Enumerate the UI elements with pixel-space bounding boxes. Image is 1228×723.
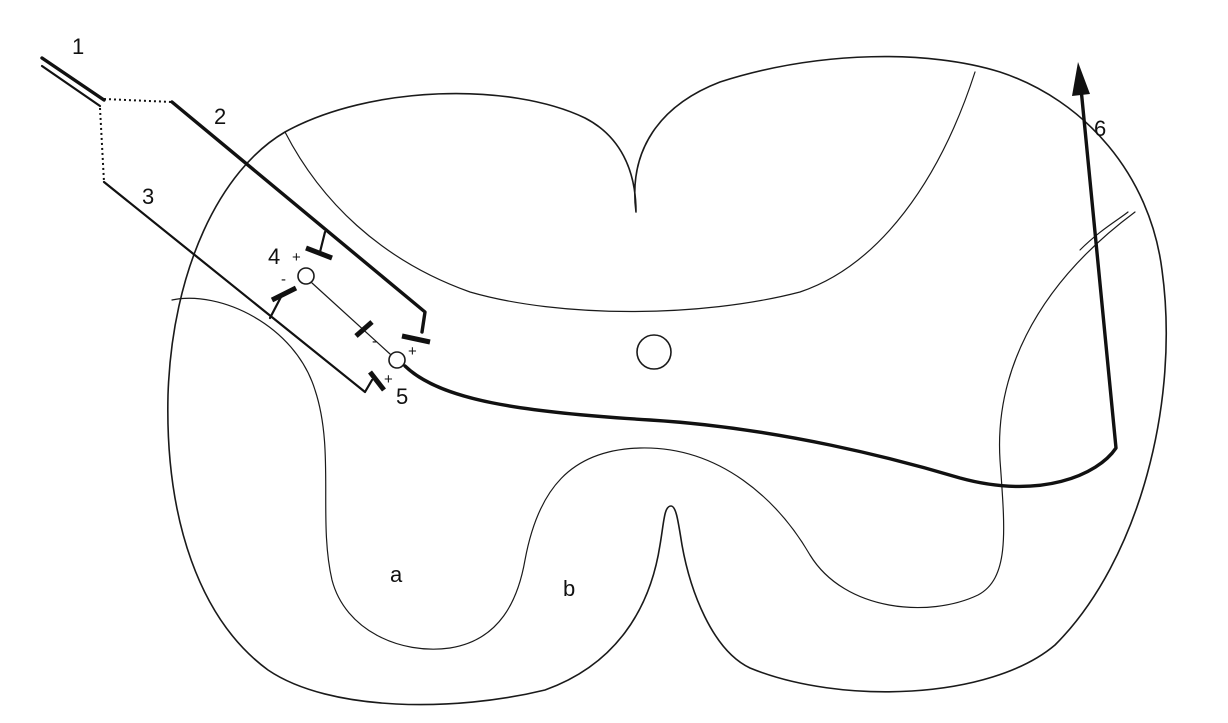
fiber-junction-dotted bbox=[99, 98, 173, 183]
central-canal bbox=[636, 334, 672, 370]
synapse-3-excitatory bbox=[368, 370, 386, 392]
label-b: b bbox=[563, 576, 575, 601]
fiber-1-a bbox=[40, 56, 106, 102]
sign-plus-4: + bbox=[292, 249, 301, 266]
branch-fiber-3 bbox=[268, 293, 284, 320]
grey-matter-dorsal-boundary bbox=[284, 71, 976, 313]
label-1: 1 bbox=[72, 34, 84, 59]
label-5: 5 bbox=[396, 384, 408, 409]
fiber-2 bbox=[170, 100, 427, 334]
branch-to-cell-4 bbox=[318, 230, 327, 254]
label-2: 2 bbox=[214, 104, 226, 129]
sign-minus-int: - bbox=[372, 333, 377, 350]
label-6: 6 bbox=[1094, 116, 1106, 141]
synapse-2-excitatory bbox=[401, 333, 431, 345]
sign-plus-3: + bbox=[384, 371, 393, 388]
label-a: a bbox=[390, 562, 403, 587]
interneuron-4 bbox=[297, 267, 315, 285]
left-ventral-horn-boundary bbox=[171, 211, 1136, 650]
label-3: 3 bbox=[142, 184, 154, 209]
fiber-3 bbox=[102, 180, 374, 394]
ascending-axon bbox=[403, 76, 1118, 489]
cord-outline bbox=[167, 55, 1168, 706]
right-dorsal-horn-boundary bbox=[1079, 211, 1129, 251]
synapse-4-excitatory bbox=[305, 245, 333, 261]
interneuron-axon bbox=[311, 282, 391, 355]
tract-6-arrowhead bbox=[1072, 62, 1090, 96]
sign-plus-2: + bbox=[408, 343, 417, 360]
label-4: 4 bbox=[268, 244, 280, 269]
synapse-3-inhibitory bbox=[270, 285, 298, 303]
synapse-interneuron bbox=[354, 320, 374, 338]
neuron-5 bbox=[388, 351, 406, 369]
sign-minus-3: - bbox=[281, 271, 286, 288]
fiber-1-b bbox=[40, 64, 102, 108]
